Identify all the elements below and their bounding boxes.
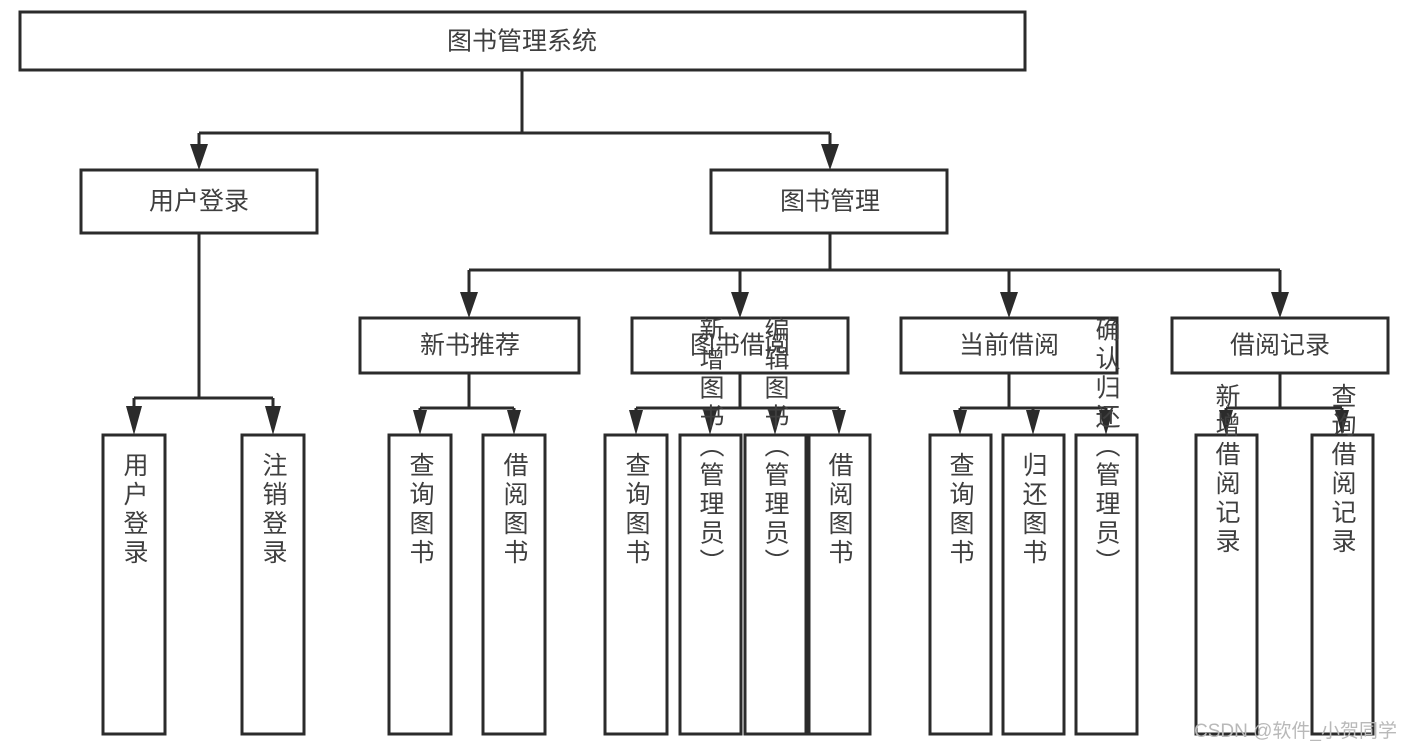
node-leaf-confirm-return-label: 确认归还（管理员）	[1092, 317, 1121, 578]
node-user-login[interactable]: 用户登录	[79, 168, 319, 235]
node-leaf-query-book-3[interactable]: 查询图书	[928, 433, 993, 736]
arrowhead-leaf-add-record	[1219, 410, 1233, 435]
node-book-borrow[interactable]: 图书借阅	[630, 316, 850, 375]
node-leaf-query-record[interactable]: 查询借阅记录	[1310, 383, 1375, 736]
node-leaf-query-book-1[interactable]: 查询图书	[387, 433, 453, 736]
node-leaf-user-login[interactable]: 用户登录	[101, 433, 167, 736]
arrowhead-leaf-user-login	[126, 406, 142, 435]
node-user-login-label: 用户登录	[149, 188, 249, 216]
node-book-borrow-box[interactable]	[630, 316, 850, 375]
arrowhead-borrow-record	[1271, 292, 1289, 318]
node-leaf-query-book-2-box[interactable]	[603, 433, 669, 736]
node-leaf-query-book-1-label: 查询图书	[406, 452, 435, 568]
arrowhead-leaf-borrow-book-2	[832, 410, 846, 435]
node-root[interactable]: 图书管理系统	[18, 10, 1027, 72]
node-leaf-query-book-1-box[interactable]	[387, 433, 453, 736]
node-leaf-add-record[interactable]: 新增借阅记录	[1194, 383, 1259, 736]
node-borrow-record-box[interactable]	[1170, 316, 1390, 375]
node-leaf-user-login-box[interactable]	[101, 433, 167, 736]
node-book-manage-label: 图书管理	[780, 188, 880, 216]
node-borrow-record-label: 借阅记录	[1230, 332, 1330, 360]
node-leaf-return-book[interactable]: 归还图书	[1001, 433, 1066, 736]
node-new-book-recommend[interactable]: 新书推荐	[358, 316, 581, 375]
node-leaf-logout-label: 注销登录	[259, 452, 288, 568]
node-leaf-add-record-label: 新增借阅记录	[1212, 383, 1241, 557]
node-leaf-edit-book-label: 编辑图书（管理员）	[761, 317, 790, 578]
node-leaf-add-record-box[interactable]	[1194, 433, 1259, 736]
node-user-login-box[interactable]	[79, 168, 319, 235]
arrowhead-leaf-logout	[265, 406, 281, 435]
node-book-manage-box[interactable]	[709, 168, 949, 235]
nodes-layer: 图书管理系统 用户登录 图书管理 新书推荐 图书借阅 当前	[18, 10, 1390, 736]
arrowhead-leaf-confirm-return	[1099, 410, 1113, 435]
node-current-borrow-label: 当前借阅	[959, 332, 1059, 360]
arrowhead-current-borrow	[1000, 292, 1018, 318]
node-leaf-borrow-book-1-label: 借阅图书	[500, 452, 529, 568]
node-book-manage[interactable]: 图书管理	[709, 168, 949, 235]
arrowhead-user-login	[190, 144, 208, 170]
node-leaf-edit-book-box[interactable]	[743, 433, 808, 736]
node-new-book-recommend-label: 新书推荐	[420, 332, 520, 360]
node-leaf-return-book-box[interactable]	[1001, 433, 1066, 736]
node-current-borrow[interactable]: 当前借阅	[899, 316, 1119, 375]
node-new-book-recommend-box[interactable]	[358, 316, 581, 375]
arrowhead-book-manage	[821, 144, 839, 170]
arrowhead-leaf-query-book-2	[629, 410, 643, 435]
arrowhead-leaf-return-book	[1026, 410, 1040, 435]
node-book-borrow-label: 图书借阅	[690, 332, 790, 360]
node-leaf-query-book-2[interactable]: 查询图书	[603, 433, 669, 736]
node-leaf-add-book[interactable]: 新增图书（管理员）	[678, 317, 743, 736]
arrowhead-new-book-recommend	[460, 292, 478, 318]
node-leaf-add-book-box[interactable]	[678, 433, 743, 736]
arrowhead-leaf-borrow-book-1	[507, 410, 521, 435]
node-leaf-edit-book[interactable]: 编辑图书（管理员）	[743, 317, 808, 736]
node-leaf-confirm-return[interactable]: 确认归还（管理员）	[1074, 317, 1139, 736]
arrowhead-leaf-query-book-1	[413, 410, 427, 435]
connectors-layer	[126, 70, 1349, 435]
node-leaf-borrow-book-2-label: 借阅图书	[825, 452, 854, 568]
arrowhead-leaf-edit-book	[768, 410, 782, 435]
node-leaf-add-book-label: 新增图书（管理员）	[696, 317, 725, 578]
node-leaf-query-record-box[interactable]	[1310, 433, 1375, 736]
arrowhead-leaf-query-book-3	[953, 410, 967, 435]
node-leaf-borrow-book-1[interactable]: 借阅图书	[481, 433, 547, 736]
node-borrow-record[interactable]: 借阅记录	[1170, 316, 1390, 375]
node-leaf-confirm-return-box[interactable]	[1074, 433, 1139, 736]
node-root-label: 图书管理系统	[447, 28, 597, 56]
arrowhead-leaf-add-book	[703, 410, 717, 435]
node-leaf-borrow-book-2-box[interactable]	[807, 433, 872, 736]
node-leaf-user-login-label: 用户登录	[120, 452, 149, 568]
node-leaf-return-book-label: 归还图书	[1019, 452, 1048, 568]
node-leaf-query-book-2-label: 查询图书	[622, 452, 651, 568]
node-root-box[interactable]	[18, 10, 1027, 72]
arrowhead-book-borrow	[731, 292, 749, 318]
node-leaf-query-book-3-label: 查询图书	[946, 452, 975, 568]
node-leaf-borrow-book-2[interactable]: 借阅图书	[807, 433, 872, 736]
node-leaf-query-record-label: 查询借阅记录	[1328, 383, 1357, 557]
node-leaf-logout[interactable]: 注销登录	[240, 433, 306, 736]
node-leaf-borrow-book-1-box[interactable]	[481, 433, 547, 736]
node-current-borrow-box[interactable]	[899, 316, 1119, 375]
node-leaf-logout-box[interactable]	[240, 433, 306, 736]
node-leaf-query-book-3-box[interactable]	[928, 433, 993, 736]
arrowhead-leaf-query-record	[1335, 410, 1349, 435]
